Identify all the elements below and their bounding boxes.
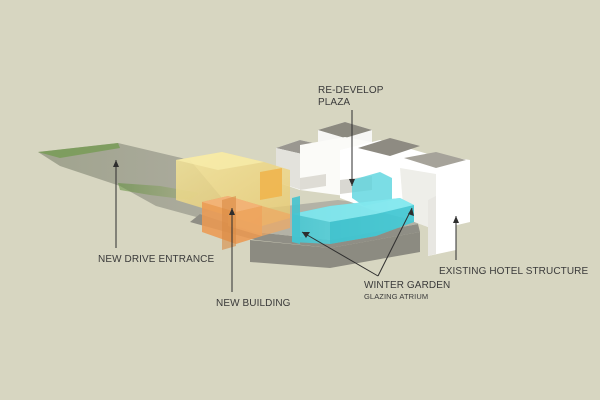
- label-new-building: NEW BUILDING: [216, 298, 291, 309]
- winter-garden-atrium: [292, 172, 414, 244]
- roof-texture-2: [358, 138, 420, 156]
- arrow-redevelop-plaza: [349, 110, 355, 186]
- arrow-winter-garden-left: [301, 231, 379, 277]
- label-glazing-atrium: GLAZING ATRIUM: [364, 292, 429, 301]
- label-winter-garden-title: WINTER GARDEN: [364, 280, 451, 291]
- label-new-drive-entrance: NEW DRIVE ENTRANCE: [98, 254, 215, 265]
- label-existing-hotel-structure: EXISTING HOTEL STRUCTURE: [439, 266, 589, 277]
- label-redevelop-plaza-line1: RE-DEVELOP: [318, 85, 384, 96]
- arrow-winter-garden-right: [377, 207, 414, 277]
- roof-texture: [318, 122, 372, 138]
- arrow-new-drive-entrance: [113, 160, 119, 248]
- drive-grass-edge: [38, 143, 120, 158]
- arrow-existing-hotel: [453, 216, 459, 260]
- label-redevelop-plaza: RE-DEVELOP PLAZA: [318, 85, 383, 109]
- label-redevelop-plaza-line2: PLAZA: [318, 97, 351, 108]
- label-winter-garden: WINTER GARDEN GLAZING ATRIUM: [364, 280, 450, 302]
- arrow-new-building: [229, 208, 235, 292]
- annotation-arrows: [113, 110, 459, 292]
